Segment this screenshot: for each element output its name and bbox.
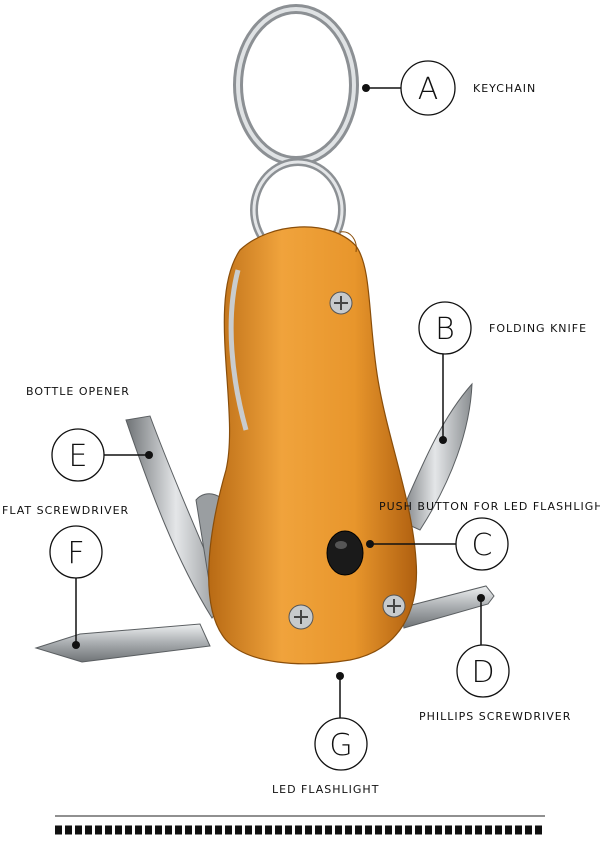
callout-b-circle	[418, 301, 472, 355]
callout-g-circle	[314, 717, 368, 771]
callout-g-letter: G	[329, 728, 352, 763]
callout-a: A KEYCHAIN	[400, 60, 536, 116]
callout-e-circle	[51, 428, 105, 482]
callout-a-letter: A	[418, 72, 439, 107]
leader-lines	[72, 84, 485, 718]
callout-f: FLAT SCREWDRIVER F	[2, 504, 129, 579]
callout-d-label: PHILLIPS SCREWDRIVER	[419, 710, 571, 723]
flat-screwdriver-tool	[34, 623, 211, 663]
callout-c-label: PUSH BUTTON FOR LED FLASHLIGHT	[379, 500, 600, 513]
callout-f-label: FLAT SCREWDRIVER	[2, 504, 129, 517]
callout-e-label: BOTTLE OPENER	[26, 385, 130, 398]
folding-knife-tool	[397, 382, 473, 531]
callout-d-letter: D	[471, 655, 494, 690]
callout-d: D PHILLIPS SCREWDRIVER	[419, 644, 571, 723]
callout-b: B FOLDING KNIFE	[418, 301, 587, 355]
callout-b-label: FOLDING KNIFE	[489, 322, 587, 335]
callout-c-circle	[455, 517, 509, 571]
callout-d-circle	[456, 644, 510, 698]
callout-a-circle	[400, 60, 456, 116]
callout-c-letter: C	[472, 528, 493, 563]
screw-bottom-right	[382, 594, 406, 618]
multitool-body	[208, 226, 418, 665]
key-ring	[233, 4, 359, 262]
callout-e-letter: E	[69, 439, 88, 474]
callout-e: BOTTLE OPENER E	[26, 385, 130, 482]
callout-f-circle	[49, 525, 103, 579]
screw-bottom-left	[288, 604, 314, 630]
callout-b-letter: B	[435, 312, 455, 347]
callout-g: G LED FLASHLIGHT	[272, 717, 379, 796]
callout-f-letter: F	[67, 536, 84, 571]
callout-a-label: KEYCHAIN	[473, 82, 536, 95]
led-push-button	[326, 530, 364, 576]
callout-c: PUSH BUTTON FOR LED FLASHLIGHT C	[379, 500, 600, 571]
callout-g-label: LED FLASHLIGHT	[272, 783, 379, 796]
screw-top	[329, 291, 353, 315]
